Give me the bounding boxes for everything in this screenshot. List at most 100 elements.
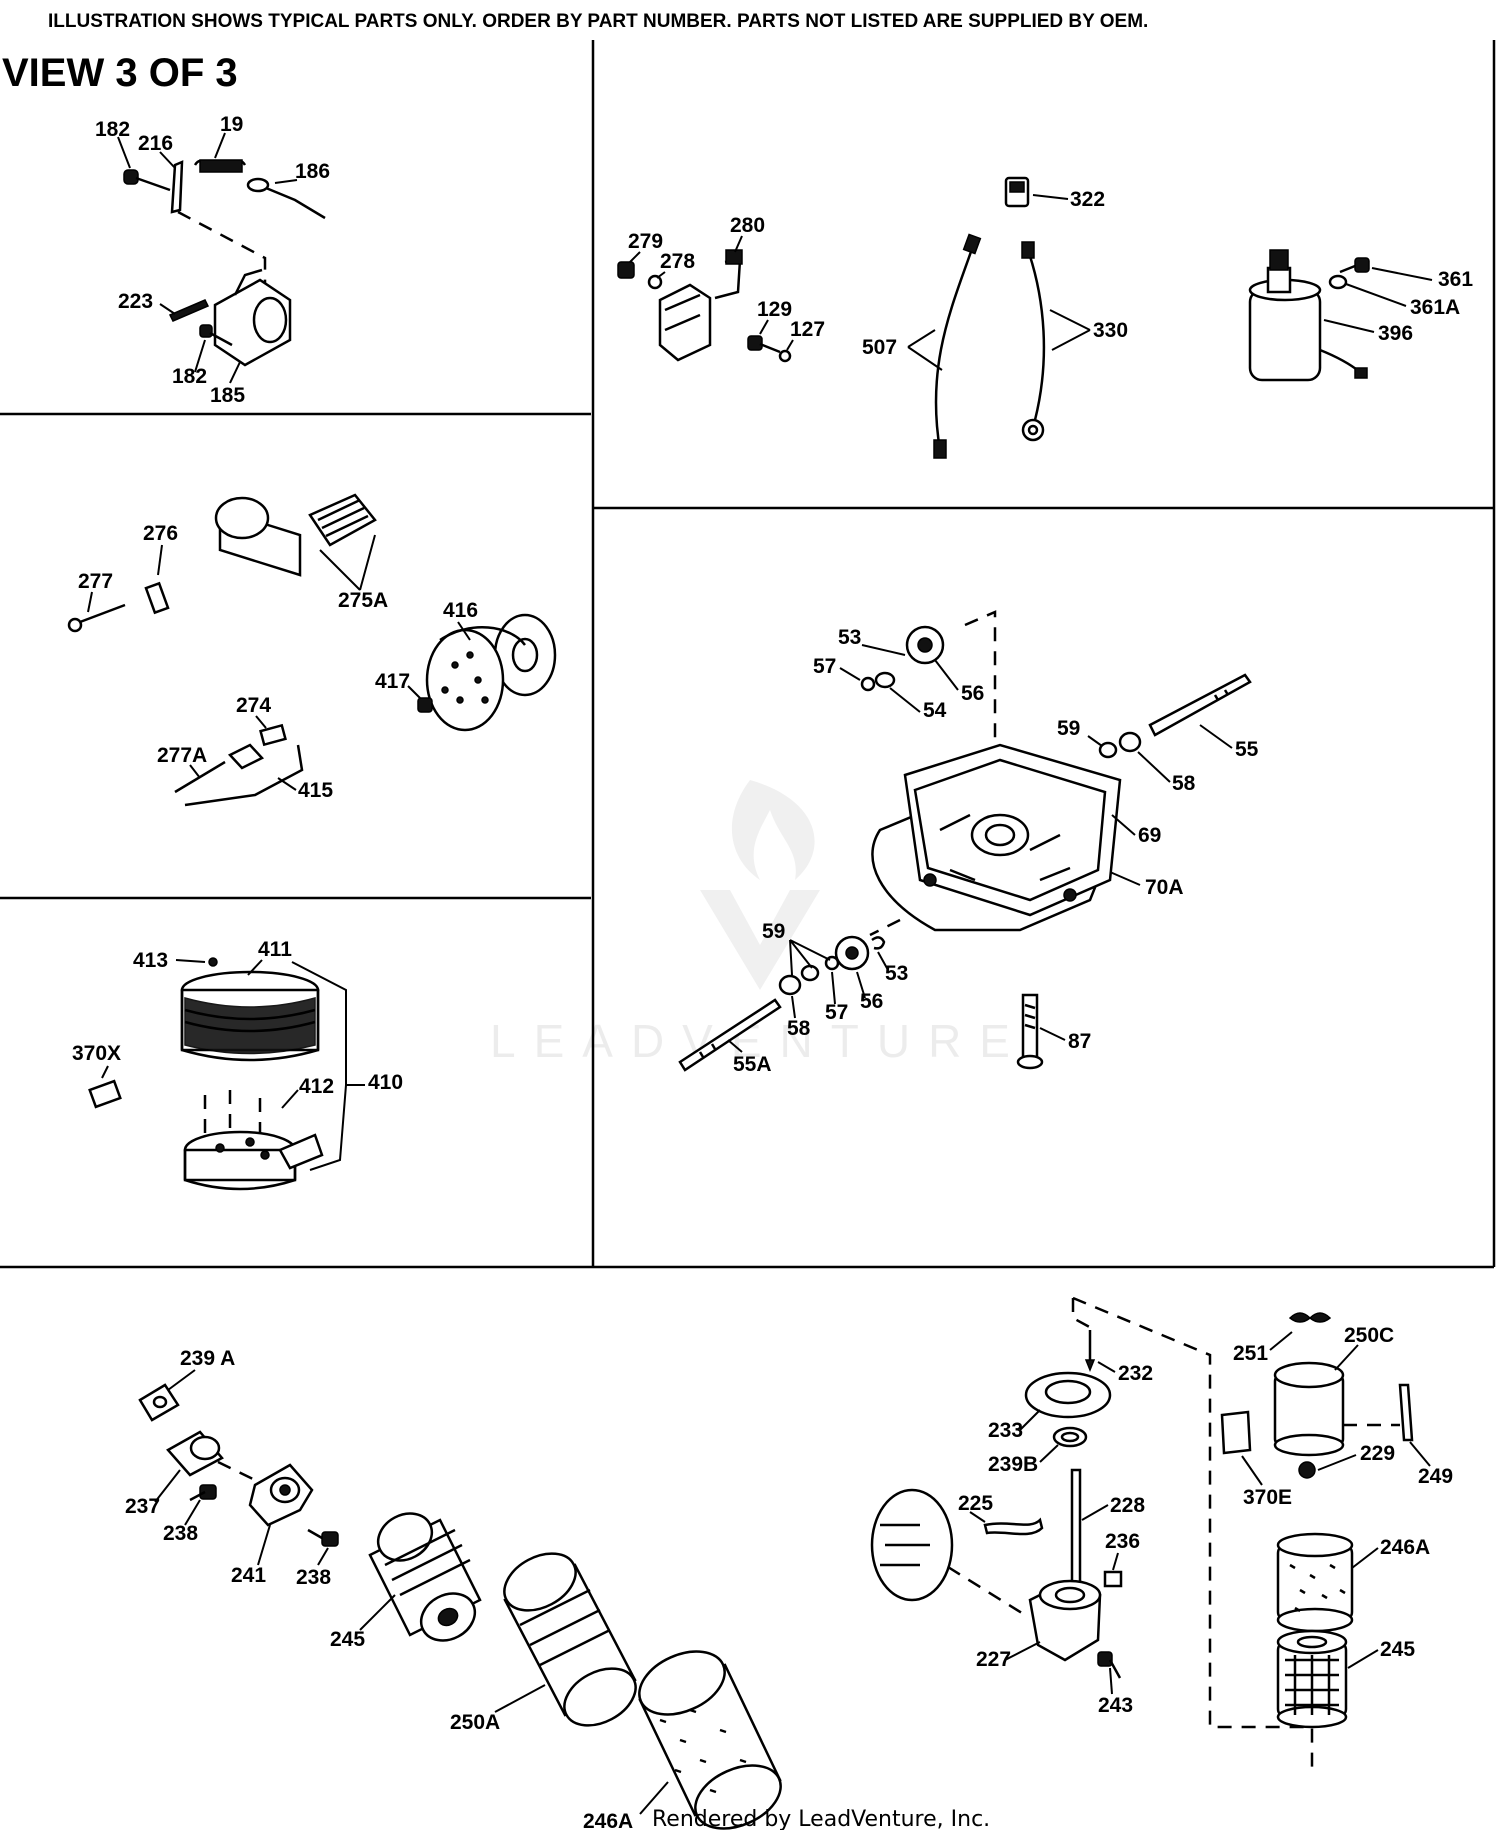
label-277A: 277A <box>157 744 207 767</box>
label-53a: 53 <box>838 626 861 649</box>
label-239B: 239B <box>988 1453 1038 1476</box>
label-225: 225 <box>958 1492 993 1515</box>
nut-236-part <box>1103 1570 1123 1588</box>
nut-229-part <box>1298 1461 1316 1479</box>
label-55A: 55A <box>733 1053 772 1076</box>
nut-274-part <box>259 723 287 747</box>
pin-413-part <box>208 957 218 967</box>
element-246A-right-part <box>1276 1532 1354 1633</box>
label-280: 280 <box>730 214 765 237</box>
screw-129-part <box>747 335 792 363</box>
label-416: 416 <box>443 599 478 622</box>
pulley-416-part <box>425 613 557 732</box>
spring-19-part <box>193 159 247 173</box>
label-277: 277 <box>78 570 113 593</box>
clip-57-part <box>860 676 876 692</box>
bushing-58b-part <box>778 974 802 996</box>
starter-396-part <box>1248 249 1368 382</box>
wingnut-251-part <box>1288 1312 1332 1323</box>
label-54: 54 <box>923 699 947 722</box>
bracket-279-part <box>617 249 743 362</box>
cover-250C-part <box>1273 1361 1345 1457</box>
label-241: 241 <box>231 1564 266 1587</box>
screw-361-part <box>1328 257 1370 290</box>
label-396: 396 <box>1378 322 1413 345</box>
bolt-87-part <box>1016 993 1044 1070</box>
panel-piston-lower-left: 413 411 370X 412 410 <box>72 938 403 1191</box>
crankcase-70A-part <box>871 743 1122 932</box>
label-229: 229 <box>1360 1442 1395 1465</box>
label-69: 69 <box>1138 824 1161 847</box>
clip-53b-part <box>871 936 886 950</box>
label-56b: 56 <box>860 990 883 1013</box>
label-238b: 238 <box>296 1566 331 1589</box>
label-322: 322 <box>1070 188 1105 211</box>
label-223: 223 <box>118 290 153 313</box>
label-361: 361 <box>1438 268 1473 291</box>
screw-417-part <box>417 697 433 713</box>
label-370E: 370E <box>1243 1486 1292 1509</box>
label-412: 412 <box>299 1075 334 1098</box>
washer-59b-part <box>800 964 820 982</box>
adapter-237-part <box>166 1430 224 1477</box>
clip-249-part <box>1398 1383 1414 1442</box>
filter-base-227-part <box>1028 1579 1102 1662</box>
label-127: 127 <box>790 318 825 341</box>
label-250A: 250A <box>450 1711 500 1734</box>
rod-412-part <box>183 1090 324 1191</box>
bolt-238a-part <box>189 1484 217 1502</box>
housing-241-part <box>248 1463 314 1527</box>
bracket-216-part <box>170 160 184 214</box>
gasket-239A-part <box>138 1383 180 1422</box>
label-275A: 275A <box>338 589 388 612</box>
label-59a: 59 <box>1057 717 1080 740</box>
air-cleaner-275A-part <box>214 493 377 577</box>
label-330: 330 <box>1093 319 1128 342</box>
connector-322-part <box>1004 176 1030 208</box>
gear-56-part <box>905 625 945 665</box>
label-227: 227 <box>976 1648 1011 1671</box>
bolt-182b-part <box>199 324 233 347</box>
panel-oil-filter-bottom: 239 A 237 238 241 238 245 25 <box>125 1296 1453 1830</box>
label-182b: 182 <box>172 365 207 388</box>
element-246A-part <box>638 1650 782 1830</box>
label-55: 55 <box>1235 738 1259 761</box>
label-216: 216 <box>138 132 173 155</box>
label-411: 411 <box>258 938 292 961</box>
panel-borders <box>0 40 1496 1269</box>
label-233: 233 <box>988 1419 1023 1442</box>
label-279: 279 <box>628 230 663 253</box>
link-186-part <box>246 177 326 220</box>
label-274: 274 <box>236 694 271 717</box>
label-185: 185 <box>210 384 245 407</box>
filter-250A-part <box>503 1552 637 1727</box>
panel-wiring-top-right: 322 279 280 278 129 127 507 <box>617 176 1473 459</box>
cable-507-part <box>933 233 982 459</box>
label-361A: 361A <box>1410 296 1460 319</box>
label-243: 243 <box>1098 1694 1133 1717</box>
label-53b: 53 <box>885 962 908 985</box>
stud-276-part <box>144 581 170 615</box>
label-246A-right: 246A <box>1380 1536 1430 1559</box>
label-58a: 58 <box>1172 772 1196 795</box>
shaft-55-part <box>1148 673 1252 737</box>
panel-crankcase-mid-right: 53 57 56 54 59 55 58 69 70A 59 <box>678 610 1259 1076</box>
label-70A: 70A <box>1145 876 1184 899</box>
label-57a: 57 <box>813 655 836 678</box>
shaft-55A-part <box>678 998 782 1072</box>
label-232: 232 <box>1118 1362 1153 1385</box>
cable-330-part <box>1021 241 1046 442</box>
decal-part <box>870 1488 954 1602</box>
screw-232-part <box>1084 1330 1096 1373</box>
panel-air-cleaner-mid-left: 275A 276 277 416 417 274 277A 415 <box>67 493 557 807</box>
gasket-239B-part <box>1052 1426 1088 1448</box>
label-245a: 245 <box>330 1628 365 1651</box>
label-239A: 239 A <box>180 1347 235 1370</box>
bolt-238b-part <box>307 1528 339 1547</box>
bolt-182-part <box>123 169 171 192</box>
label-250C: 250C <box>1344 1324 1394 1347</box>
panel-starter-top-left: 182 216 19 186 223 182 185 <box>95 113 330 407</box>
label-182: 182 <box>95 118 130 141</box>
tube-225-part <box>983 1517 1044 1536</box>
